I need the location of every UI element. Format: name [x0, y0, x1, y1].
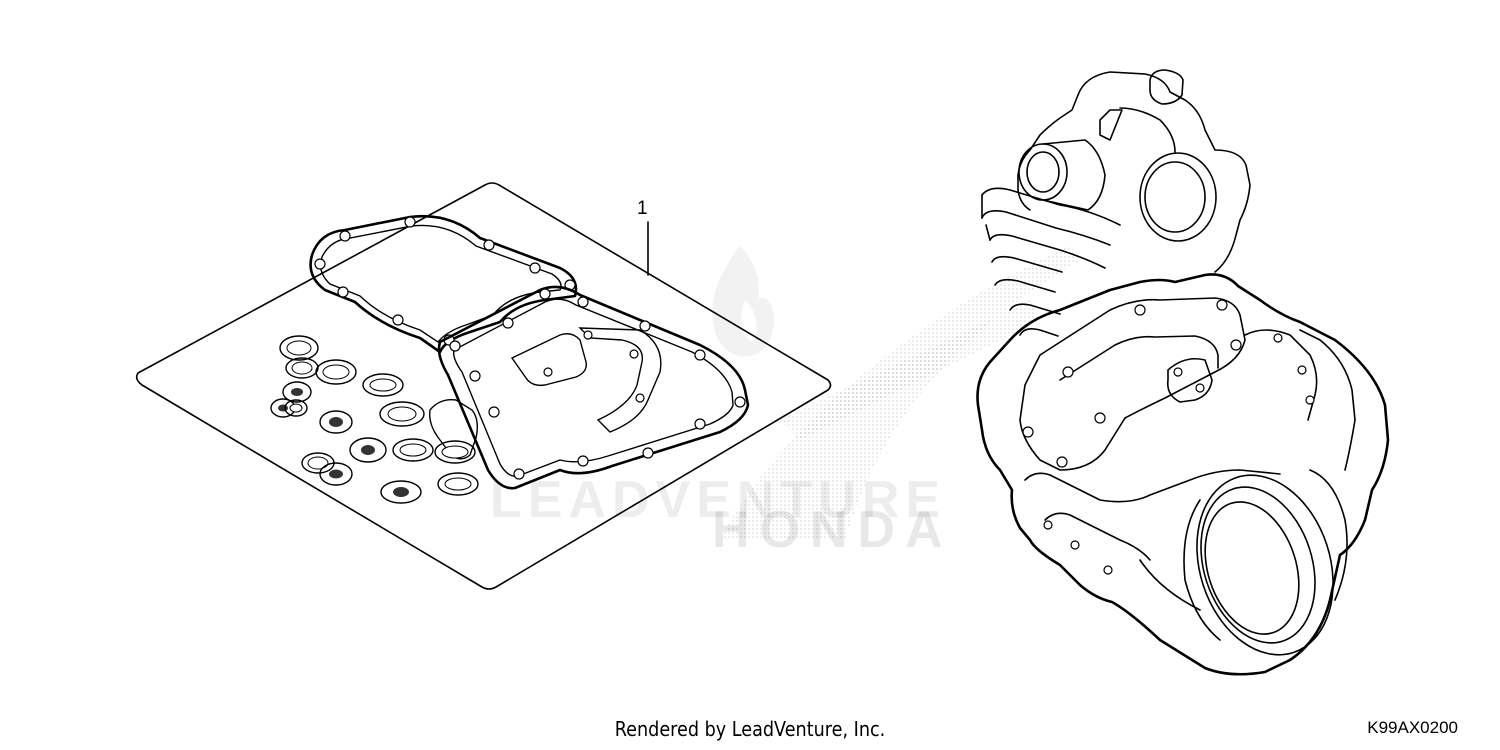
gasket-set-sheet — [135, 182, 832, 590]
callout-number: 1 — [637, 198, 648, 219]
watermark-logo — [712, 245, 1080, 540]
watermark-honda: HONDA — [712, 501, 953, 559]
o-rings-and-seals — [270, 335, 479, 504]
center-gasket — [437, 285, 750, 490]
crankcase-gasket — [309, 214, 578, 354]
engine-illustration — [976, 69, 1390, 676]
watermark-leadventure: LEADVENTURE — [490, 471, 947, 529]
honda-wing-mark — [720, 245, 1080, 540]
render-credit: Rendered by LeadVenture, Inc. — [614, 717, 886, 741]
diagram-code: K99AX0200 — [1367, 718, 1458, 737]
